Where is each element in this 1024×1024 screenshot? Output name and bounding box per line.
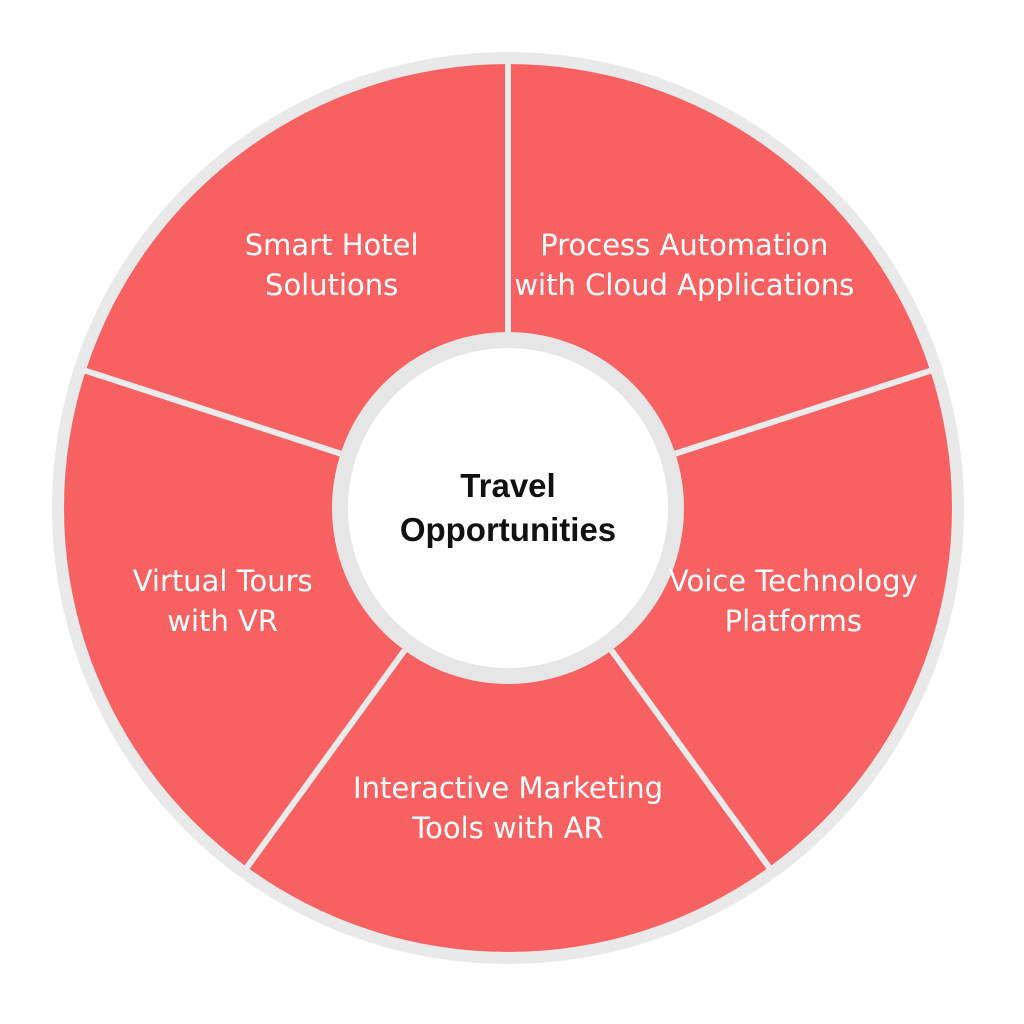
segment-label-virtual-tours: Virtual Tours with VR (43, 561, 403, 641)
segment-label-line: Interactive Marketing (353, 771, 663, 805)
segment-label-line: Platforms (724, 603, 863, 638)
segment-label-smart-hotel: Smart Hotel Solutions (152, 225, 512, 305)
segment-label-line: with Cloud Applications (514, 268, 855, 303)
segment-interactive-marketing (247, 648, 769, 953)
segment-separator (82, 367, 342, 457)
segment-separator (609, 648, 773, 871)
segment-smart-hotel (85, 63, 509, 455)
segment-label-line: Virtual Tours (132, 563, 313, 598)
segment-label-line: with VR (167, 603, 279, 638)
segment-label-line: Tools with AR (412, 811, 604, 845)
separators-layer (82, 62, 934, 871)
segment-process-automation (508, 64, 931, 455)
segments-layer (63, 63, 952, 953)
center-disc (348, 348, 668, 668)
segment-label-voice-technology: Voice Technology Platforms (613, 561, 973, 641)
segment-separator (243, 648, 407, 871)
center-title-line: Opportunities (399, 511, 617, 548)
segment-label-process-automation: Process Automation with Cloud Applicatio… (504, 225, 864, 305)
segment-virtual-tours (63, 370, 406, 868)
segment-separator (674, 367, 934, 457)
center-title-line: Travel (460, 467, 556, 504)
segment-label-interactive-marketing: Interactive Marketing Tools with AR (328, 768, 688, 848)
segment-label-line: Voice Technology (668, 563, 918, 598)
segment-label-line: Solutions (265, 268, 399, 303)
segment-label-line: Smart Hotel (244, 228, 419, 263)
segment-voice-technology (610, 370, 952, 868)
center-title: Travel Opportunities (368, 464, 648, 552)
segment-label-line: Process Automation (540, 228, 829, 263)
